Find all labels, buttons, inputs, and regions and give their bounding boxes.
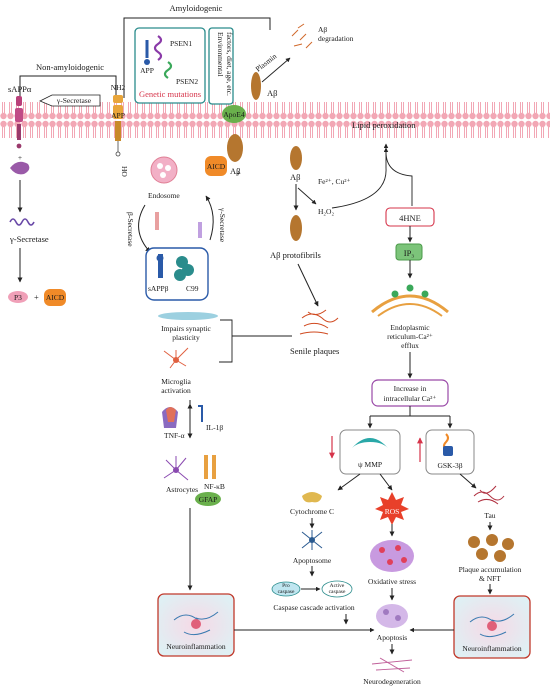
ip3-label: IP₃ — [404, 248, 415, 258]
lipid-peroxidation-label: Lipid peroxidation — [352, 120, 416, 130]
active-caspase-line2: caspase — [329, 589, 346, 595]
non-amyloidogenic-label: Non-amyloidogenic — [36, 62, 104, 72]
plaque-nft-line2: & NFT — [479, 574, 501, 583]
svg-text:+: + — [18, 153, 22, 162]
tau-label: Tau — [484, 511, 495, 520]
gamma-secretase-top: γ-Secretase — [39, 94, 101, 107]
er-line2: reticulum-Ca²⁺ — [387, 332, 433, 341]
beta-secretase-label: β-Secretase — [126, 212, 135, 247]
svg-text:+: + — [34, 292, 39, 302]
ab-mid-label: Aβ — [230, 166, 240, 176]
microglia-line1: Microglia — [161, 377, 191, 386]
neuroinflammation-right-box: Neuroinflammation — [453, 595, 531, 659]
increase-line1: Increase in — [394, 384, 427, 393]
fe-cu-label: Fe²⁺, Cu²⁺ — [318, 177, 350, 186]
4hne-label: 4HNE — [399, 213, 421, 223]
neuroinflammation-left-label: Neuroinflammation — [166, 642, 225, 651]
p3-label: P3 — [14, 293, 22, 302]
env-factors-line1: Environmental — [216, 32, 225, 77]
tnf-label: TNF-α — [164, 431, 185, 440]
env-factors-line2: factors, diet, age, etc. — [225, 32, 234, 96]
microglia-line2: activation — [161, 386, 191, 395]
er-line3: efflux — [401, 341, 419, 350]
impairs-line2: plasticity — [172, 333, 200, 342]
plasmin-degradation: Plasmin Aβ degradation — [254, 23, 354, 83]
gfap-label: GFAP — [199, 495, 218, 504]
oxidative-stress-label: Oxidative stress — [368, 577, 416, 586]
aicd-center-label: AICD — [207, 162, 226, 171]
ab-degradation-line1: Aβ — [318, 25, 327, 34]
apoe4-marker: ApoE4 — [222, 105, 246, 123]
h2o2-label: H₂O₂ — [318, 207, 334, 216]
plasmin-label: Plasmin — [254, 51, 279, 73]
microglia-chain: Microglia activation TNF-α IL-1β Astrocy… — [161, 347, 225, 591]
nfkb-label: NF-κB — [204, 482, 225, 491]
er-calcium-pathway: 4HNE IP₃ Endoplasmic reticulum-Ca²⁺ effl… — [367, 143, 453, 429]
app-membrane-label: APP — [111, 111, 125, 120]
ab-right-label: Aβ — [290, 172, 300, 182]
genetic-mutations-label: Genetic mutations — [139, 89, 201, 99]
sappa-protein: sAPPα + — [8, 84, 32, 162]
apoptosis-pathway: Cytochrome C Apoptosome Pro caspase Acti… — [271, 473, 421, 686]
left-cleavage-column: γ-Secretase P3 + AICD — [8, 161, 66, 306]
increase-line2: intracellular Ca²⁺ — [384, 394, 437, 403]
mmp-box: ψ MMP — [329, 429, 401, 475]
apoptosis-label: Apoptosis — [377, 633, 408, 642]
er-line1: Endoplasmic — [390, 323, 430, 332]
caspase-cascade-label: Caspase cascade activation — [273, 603, 354, 612]
psi-mmp-label: ψ MMP — [358, 460, 382, 469]
non-amyloidogenic-bracket: Non-amyloidogenic — [19, 62, 117, 96]
psen2-label: PSEN2 — [176, 77, 198, 86]
neurodegeneration-label: Neurodegeneration — [363, 677, 421, 686]
amyloid-beta-top: Aβ Aβ — [227, 72, 277, 176]
endosome-cycle: Endosome AICD + β-Secretase γ-Secretase … — [126, 156, 241, 301]
pro-caspase-line1: Pro — [282, 583, 290, 589]
gsk3b-label: GSK-3β — [437, 461, 462, 470]
gsk3b-box: GSK-3β — [417, 429, 475, 475]
amyloidogenic-label: Amyloidogenic — [170, 3, 223, 13]
sappa-label: sAPPα — [8, 84, 32, 94]
aicd-left-label: AICD — [46, 293, 65, 302]
psen1-label: PSEN1 — [170, 39, 192, 48]
ab-top-label: Aβ — [267, 88, 277, 98]
active-caspase-line1: Active — [330, 583, 345, 589]
apoe4-label: ApoE4 — [223, 110, 244, 119]
impairs-line1: Impairs synaptic — [161, 324, 211, 333]
ab-degradation-line2: degradation — [318, 34, 354, 43]
ros-label: ROS — [385, 507, 400, 516]
amyloidogenic-bracket: Amyloidogenic — [123, 3, 271, 98]
il1b-label: IL-1β — [206, 423, 223, 432]
pro-caspase-line2: caspase — [278, 589, 295, 595]
app-label: APP — [140, 66, 154, 75]
ab-protofibrils-label: Aβ protofibrils — [270, 250, 321, 260]
app-membrane-protein: NH2 APP HO — [111, 83, 129, 177]
gamma-secretase-left-label: γ-Secretase — [9, 234, 49, 244]
endosome-label: Endosome — [148, 191, 180, 200]
neuroinflammation-right-label: Neuroinflammation — [462, 644, 521, 653]
cell-membrane — [0, 100, 550, 140]
ab-protofibril-pathway: Aβ Fe²⁺, Cu²⁺ H₂O₂ Aβ protofibrils Senil… — [270, 146, 389, 356]
cytochrome-c-label: Cytochrome C — [290, 507, 334, 516]
nh2-label: NH2 — [111, 83, 126, 92]
tau-pathway: Tau Plaque accumulation & NFT — [459, 473, 522, 595]
sappb-label: sAPPβ — [148, 284, 169, 293]
ho-label: HO — [120, 166, 129, 177]
gamma-secretase-top-label: γ-Secretase — [56, 96, 92, 105]
senile-plaques-label: Senile plaques — [290, 346, 339, 356]
svg-text:+: + — [236, 168, 241, 178]
plaque-nft-line1: Plaque accumulation — [459, 565, 522, 574]
c99-label: C99 — [186, 284, 199, 293]
gamma-secretase-right-label: γ-Secretase — [218, 207, 227, 243]
astrocytes-label: Astrocytes — [166, 485, 198, 494]
environmental-factors-box: Environmental factors, diet, age, etc. — [208, 27, 234, 105]
neuroinflammation-left-box: Neuroinflammation — [157, 593, 235, 657]
impairs-synaptic-plasticity: Impairs synaptic plasticity — [158, 312, 292, 363]
apoptosome-label: Apoptosome — [293, 556, 332, 565]
genetic-mutations-box: APP PSEN1 PSEN2 Genetic mutations — [134, 27, 206, 104]
